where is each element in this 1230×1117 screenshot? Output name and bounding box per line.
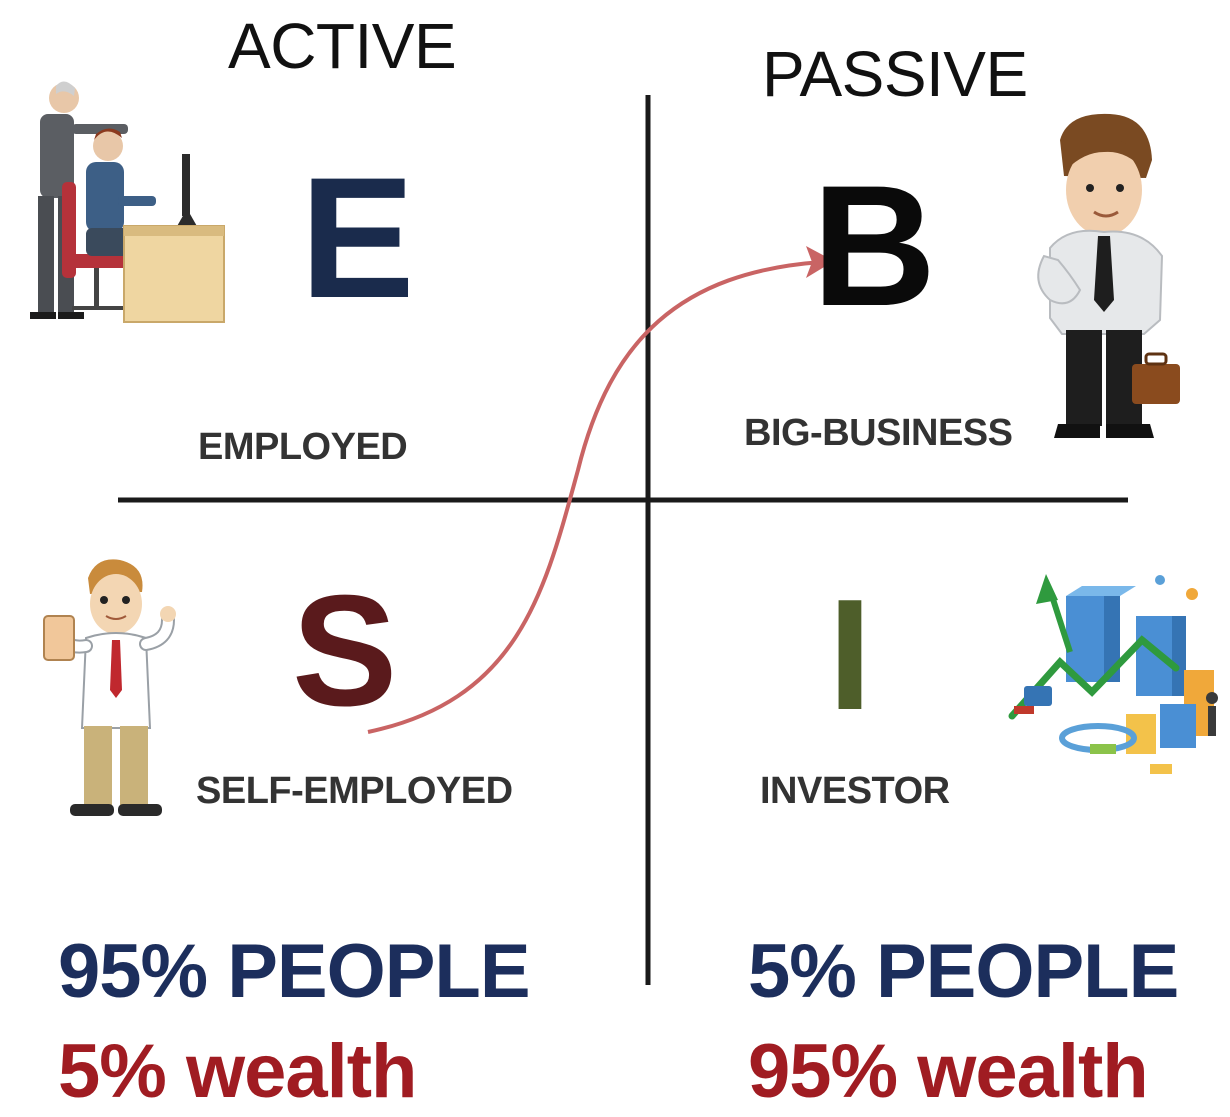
- s-to-b-arrow: [367, 246, 834, 734]
- self-employed-label: SELF-EMPLOYED: [196, 770, 513, 812]
- businessman-icon: [1037, 113, 1180, 438]
- quadrant-letter-s: S: [292, 563, 398, 739]
- right-wealth-stat: 95% wealth: [748, 1029, 1149, 1114]
- passive-heading: PASSIVE: [762, 38, 1028, 110]
- office-workers-icon: [30, 81, 225, 323]
- big-business-label: BIG-BUSINESS: [744, 412, 1013, 454]
- quadrant-letter-i: I: [828, 567, 872, 743]
- investor-label: INVESTOR: [760, 770, 950, 812]
- investment-growth-icon: [1008, 574, 1218, 774]
- employed-label: EMPLOYED: [198, 426, 408, 468]
- right-people-stat: 5% PEOPLE: [748, 929, 1179, 1014]
- left-wealth-stat: 5% wealth: [58, 1029, 417, 1114]
- doctor-icon: [43, 559, 176, 816]
- active-heading: ACTIVE: [228, 10, 457, 82]
- left-people-stat: 95% PEOPLE: [58, 929, 531, 1014]
- quadrant-letter-e: E: [300, 142, 415, 334]
- quadrant-letter-b: B: [812, 150, 937, 342]
